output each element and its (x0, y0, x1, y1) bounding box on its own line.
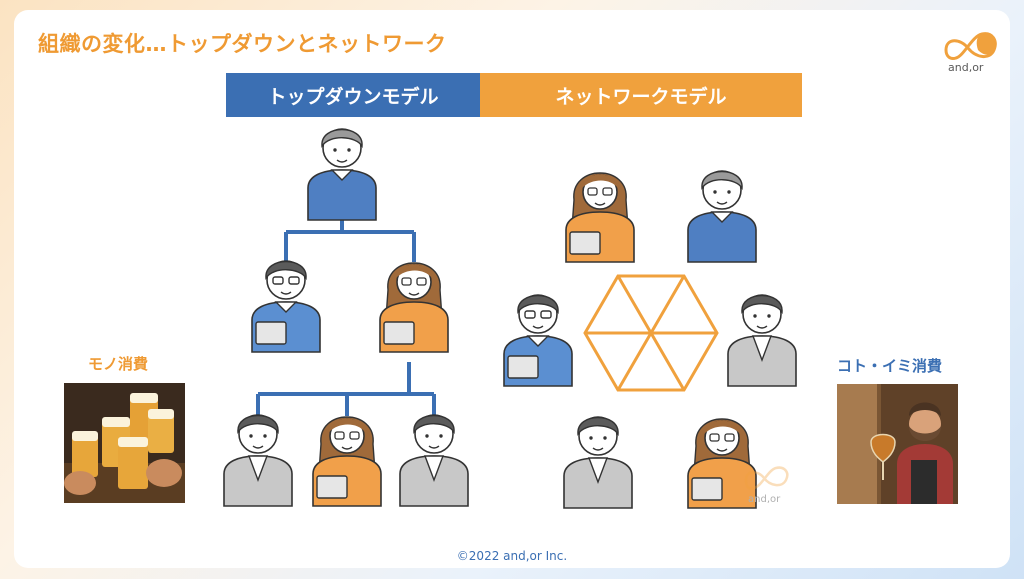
header-topdown-model: トップダウンモデル (226, 73, 480, 117)
network-woman-2-icon (687, 418, 757, 509)
slide: 組織の変化…トップダウンとネットワーク and,or トップダウンモデル ネット… (14, 10, 1010, 568)
network-woman-1-icon (565, 172, 635, 263)
middle-manager-woman-icon (379, 262, 449, 353)
beer-tasting-photo (837, 384, 958, 504)
copyright-footer: ©2022 and,or Inc. (456, 549, 568, 563)
staff-woman-icon (312, 416, 382, 507)
beer-toast-photo (64, 383, 185, 503)
staff-man-2-icon (399, 414, 469, 507)
network-man-suit-2-icon (563, 416, 633, 509)
organization-diagram: and,or (223, 128, 797, 509)
middle-manager-man-icon (251, 260, 321, 353)
staff-man-1-icon (223, 414, 293, 507)
page-title: 組織の変化…トップダウンとネットワーク (38, 32, 447, 56)
network-hexagon (583, 274, 719, 392)
and-or-logo-icon (944, 32, 997, 60)
network-man-suit-1-icon (727, 294, 797, 387)
koto-imi-consumption-label: コト・イミ消費 (837, 357, 943, 375)
mono-consumption-label: モノ消費 (88, 355, 149, 373)
logo-text: and,or (948, 61, 984, 74)
watermark-text: and,or (748, 494, 781, 505)
manager-person-icon (307, 128, 377, 221)
network-man-laptop-icon (503, 294, 573, 387)
header-network-model: ネットワークモデル (480, 73, 802, 117)
watermark-logo-icon (744, 466, 789, 490)
network-elder-icon (687, 170, 757, 263)
